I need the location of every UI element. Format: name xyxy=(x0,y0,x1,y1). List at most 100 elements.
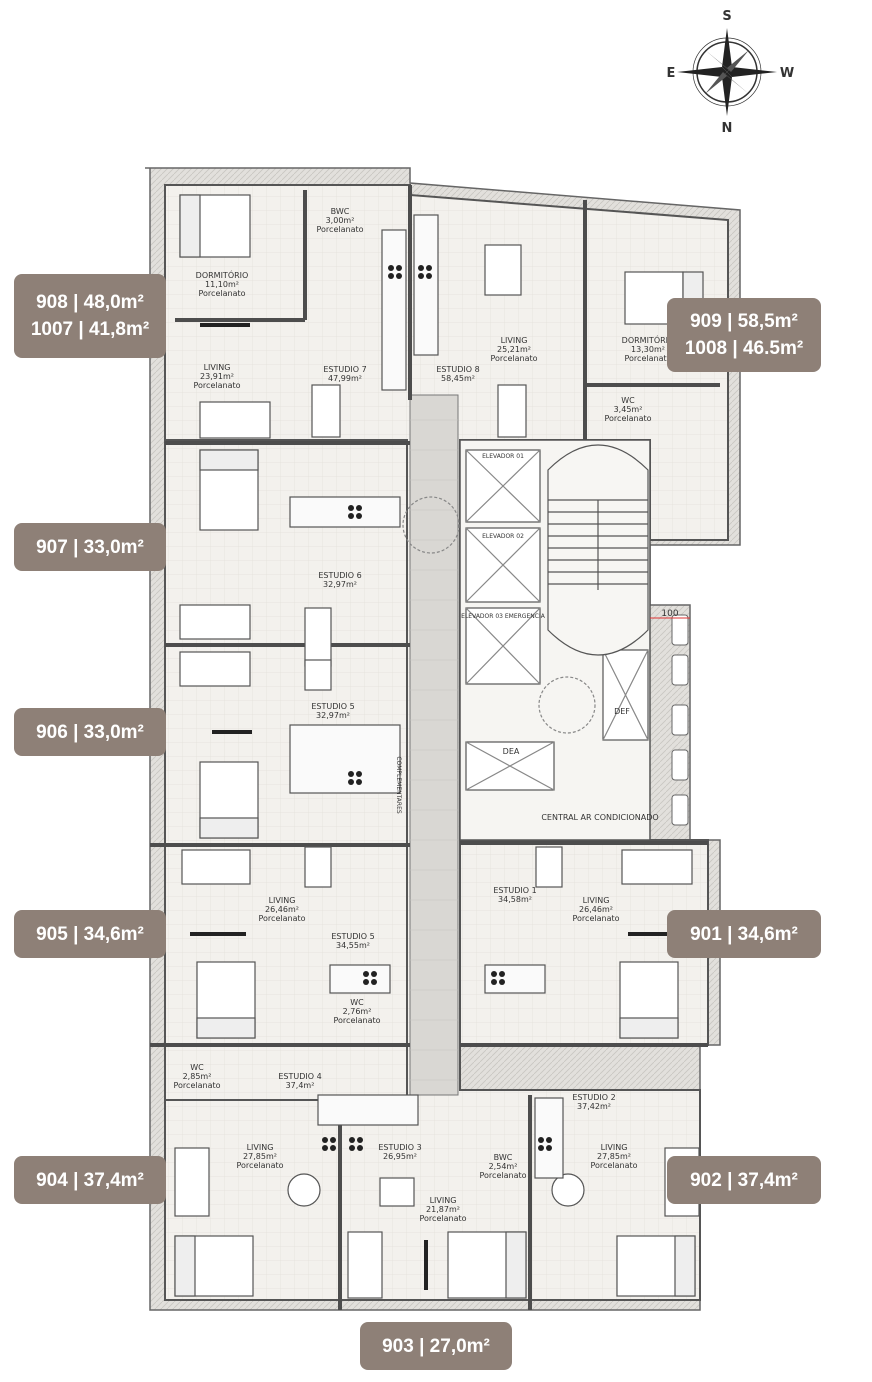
svg-text:Porcelanato: Porcelanato xyxy=(573,914,620,923)
svg-text:CENTRAL AR CONDICIONADO: CENTRAL AR CONDICIONADO xyxy=(541,813,658,822)
svg-text:LIVING: LIVING xyxy=(430,1196,457,1205)
svg-text:LIVING: LIVING xyxy=(501,336,528,345)
svg-text:ESTUDIO 5: ESTUDIO 5 xyxy=(311,702,354,711)
svg-text:Porcelanato: Porcelanato xyxy=(625,354,672,363)
svg-text:3,00m²: 3,00m² xyxy=(326,216,355,225)
svg-text:Porcelanato: Porcelanato xyxy=(591,1161,638,1170)
svg-text:37,4m²: 37,4m² xyxy=(286,1081,315,1090)
svg-text:Porcelanato: Porcelanato xyxy=(199,289,246,298)
svg-text:23,91m²: 23,91m² xyxy=(200,372,234,381)
svg-text:25,21m²: 25,21m² xyxy=(497,345,531,354)
unit-badge-908-1007: 908 | 48,0m² 1007 | 41,8m² xyxy=(14,274,166,358)
svg-text:26,46m²: 26,46m² xyxy=(579,905,613,914)
svg-text:Porcelanato: Porcelanato xyxy=(491,354,538,363)
svg-text:ELEVADOR 02: ELEVADOR 02 xyxy=(482,533,524,540)
room-labels: DORMITÓRIO 11,10m² Porcelanato LIVING 23… xyxy=(174,207,679,1223)
compass-north-label: N xyxy=(722,121,733,136)
svg-text:ELEVADOR 03 EMERGENCIA: ELEVADOR 03 EMERGENCIA xyxy=(461,613,546,620)
svg-text:BWC: BWC xyxy=(494,1153,513,1162)
svg-text:DEF: DEF xyxy=(614,707,630,716)
partition-walls xyxy=(150,185,720,1310)
unit-badge-906: 906 | 33,0m² xyxy=(14,708,166,756)
svg-text:37,42m²: 37,42m² xyxy=(577,1102,611,1111)
svg-text:21,87m²: 21,87m² xyxy=(426,1205,460,1214)
svg-text:32,97m²: 32,97m² xyxy=(316,711,350,720)
svg-text:DEA: DEA xyxy=(503,747,520,756)
svg-text:ESTUDIO 3: ESTUDIO 3 xyxy=(378,1143,421,1152)
svg-text:Porcelanato: Porcelanato xyxy=(605,414,652,423)
svg-text:Porcelanato: Porcelanato xyxy=(259,914,306,923)
svg-text:LIVING: LIVING xyxy=(601,1143,628,1152)
svg-text:LIVING: LIVING xyxy=(269,896,296,905)
svg-text:ESTUDIO 4: ESTUDIO 4 xyxy=(278,1072,321,1081)
svg-text:WC: WC xyxy=(350,998,364,1007)
corridor xyxy=(409,394,459,1096)
svg-text:Porcelanato: Porcelanato xyxy=(420,1214,467,1223)
compass-rose xyxy=(677,28,777,116)
svg-text:58,45m²: 58,45m² xyxy=(441,374,475,383)
unit-909-label: 909 | 58,5m² xyxy=(690,311,798,332)
svg-text:34,55m²: 34,55m² xyxy=(336,941,370,950)
unit-badge-907: 907 | 33,0m² xyxy=(14,523,166,571)
unit-badge-905: 905 | 34,6m² xyxy=(14,910,166,958)
unit-907-label: 907 | 33,0m² xyxy=(36,536,144,558)
compass-west-label: W xyxy=(780,66,794,81)
unit-908-label: 908 | 48,0m² xyxy=(36,292,144,313)
corridor-grid xyxy=(410,419,458,1081)
unit-906-label: 906 | 33,0m² xyxy=(36,721,144,743)
svg-text:COMPLEMENTARES: COMPLEMENTARES xyxy=(395,756,402,814)
svg-text:100: 100 xyxy=(661,609,678,619)
unit-905-label: 905 | 34,6m² xyxy=(36,923,144,945)
furniture xyxy=(174,194,704,1299)
svg-text:Porcelanato: Porcelanato xyxy=(174,1081,221,1090)
tv-panels xyxy=(190,323,684,1290)
svg-text:Porcelanato: Porcelanato xyxy=(480,1171,527,1180)
unit-901-label: 901 | 34,6m² xyxy=(690,923,798,945)
elevator-core xyxy=(402,444,649,791)
svg-text:Porcelanato: Porcelanato xyxy=(194,381,241,390)
unit-badge-904: 904 | 37,4m² xyxy=(14,1156,166,1204)
svg-text:47,99m²: 47,99m² xyxy=(328,374,362,383)
svg-text:ESTUDIO 2: ESTUDIO 2 xyxy=(572,1093,615,1102)
unit-1007-label: 1007 | 41,8m² xyxy=(30,319,150,340)
unit-badge-902: 902 | 37,4m² xyxy=(667,1156,821,1204)
svg-text:2,76m²: 2,76m² xyxy=(343,1007,372,1016)
svg-text:BWC: BWC xyxy=(331,207,350,216)
svg-text:WC: WC xyxy=(621,396,635,405)
unit-904-label: 904 | 37,4m² xyxy=(36,1169,144,1191)
svg-text:ESTUDIO 7: ESTUDIO 7 xyxy=(323,365,366,374)
svg-text:ESTUDIO 5: ESTUDIO 5 xyxy=(331,932,374,941)
unit-1008-label: 1008 | 46.5m² xyxy=(684,338,804,359)
air-conditioning-units xyxy=(671,614,689,826)
svg-text:LIVING: LIVING xyxy=(247,1143,274,1152)
svg-text:ESTUDIO 8: ESTUDIO 8 xyxy=(436,365,479,374)
svg-text:DORMITÓRIO: DORMITÓRIO xyxy=(196,269,249,280)
stove-tops xyxy=(322,265,552,1151)
svg-text:2,54m²: 2,54m² xyxy=(489,1162,518,1171)
svg-text:26,95m²: 26,95m² xyxy=(383,1152,417,1161)
svg-text:3,45m²: 3,45m² xyxy=(614,405,643,414)
svg-text:ESTUDIO 1: ESTUDIO 1 xyxy=(493,886,536,895)
svg-text:WC: WC xyxy=(190,1063,204,1072)
svg-text:2,85m²: 2,85m² xyxy=(183,1072,212,1081)
svg-text:Porcelanato: Porcelanato xyxy=(334,1016,381,1025)
svg-text:27,85m²: 27,85m² xyxy=(597,1152,631,1161)
unit-902-label: 902 | 37,4m² xyxy=(690,1169,798,1191)
compass-east-label: E xyxy=(667,66,676,81)
svg-text:ESTUDIO 6: ESTUDIO 6 xyxy=(318,571,361,580)
compass-north-top: S xyxy=(722,9,731,24)
svg-text:LIVING: LIVING xyxy=(583,896,610,905)
unit-badge-901: 901 | 34,6m² xyxy=(667,910,821,958)
svg-text:Porcelanato: Porcelanato xyxy=(237,1161,284,1170)
svg-text:Porcelanato: Porcelanato xyxy=(317,225,364,234)
unit-903-label: 903 | 27,0m² xyxy=(382,1335,490,1357)
svg-text:26,46m²: 26,46m² xyxy=(265,905,299,914)
svg-text:ELEVADOR 01: ELEVADOR 01 xyxy=(482,453,524,460)
svg-text:LIVING: LIVING xyxy=(204,363,231,372)
svg-text:27,85m²: 27,85m² xyxy=(243,1152,277,1161)
svg-text:34,58m²: 34,58m² xyxy=(498,895,532,904)
svg-text:32,97m²: 32,97m² xyxy=(323,580,357,589)
unit-badge-909-1008: 909 | 58,5m² 1008 | 46.5m² xyxy=(667,298,821,372)
svg-text:11,10m²: 11,10m² xyxy=(205,280,239,289)
